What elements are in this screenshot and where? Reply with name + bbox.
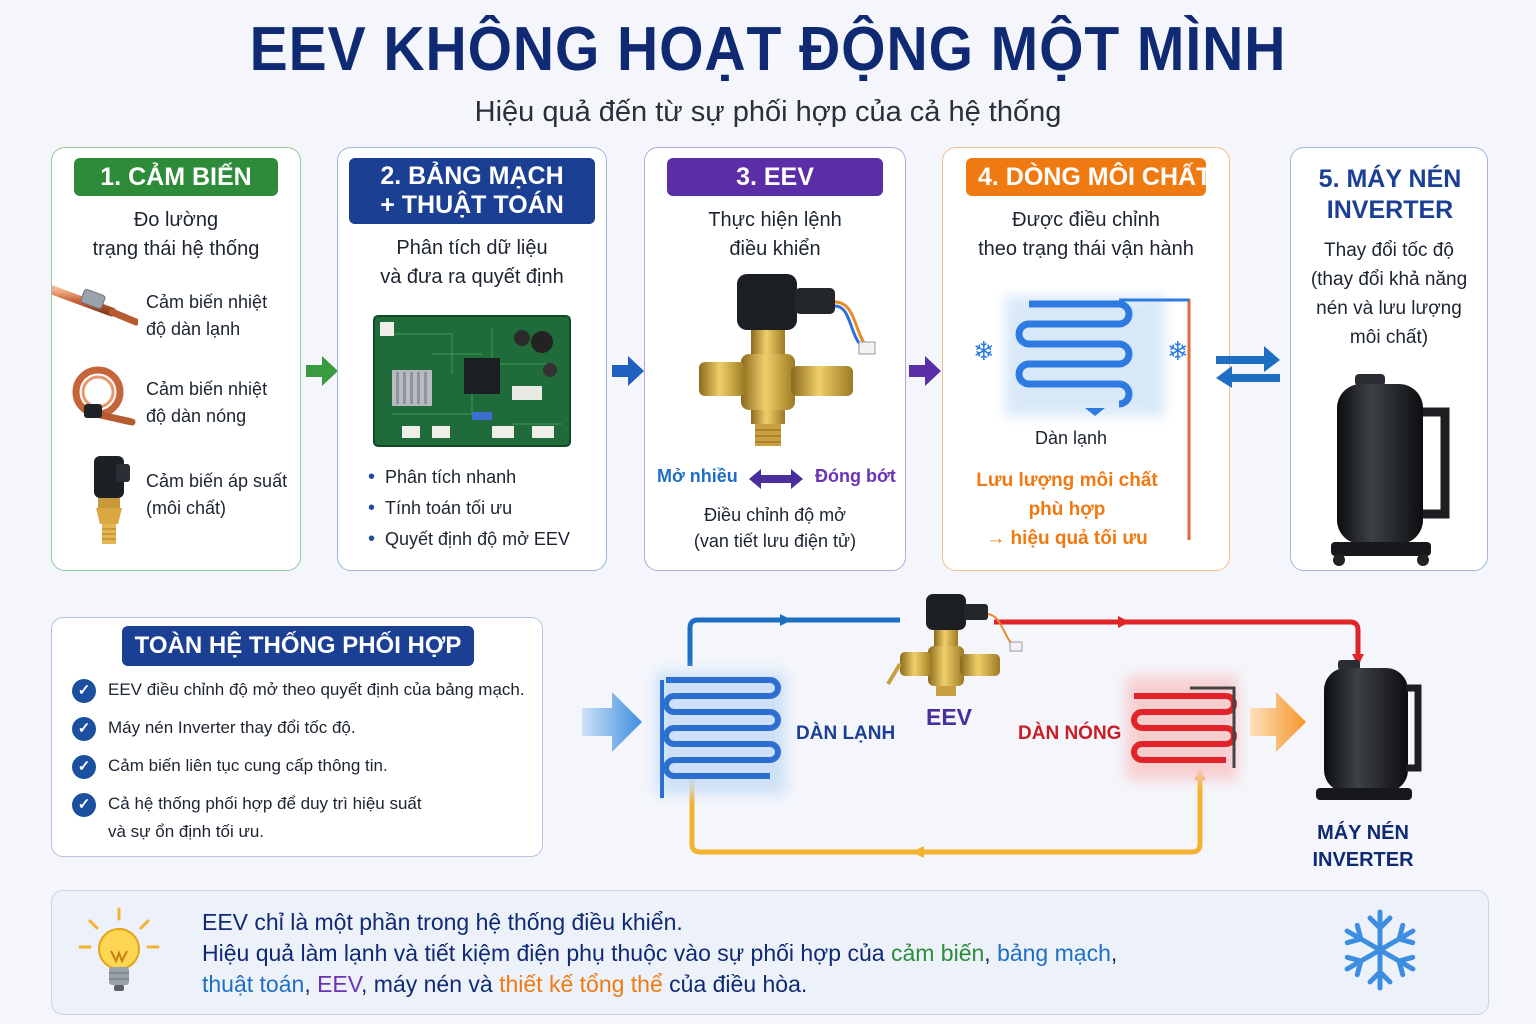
pressure-sensor-icon bbox=[94, 456, 130, 544]
board-bullets: Phân tích nhanh Tính toán tối ưu Quyết đ… bbox=[368, 466, 570, 559]
diagram-condenser-label: DÀN NÓNG bbox=[1018, 723, 1122, 744]
bullet-item: Phân tích nhanh bbox=[368, 466, 570, 489]
eev-adjust-desc: Điều chỉnh độ mở(van tiết lưu điện tử) bbox=[693, 505, 857, 551]
flow-coil-label: Dàn lạnh bbox=[1035, 428, 1108, 448]
bullet-item: Tính toán tối ưu bbox=[368, 497, 570, 520]
sensor-label-pressure: Cảm biến áp suất(môi chất) bbox=[146, 471, 288, 518]
diagram-evaporator-label: DÀN LẠNH bbox=[796, 723, 896, 744]
arrow-right-icon bbox=[909, 356, 941, 386]
system-title: TOÀN HỆ THỐNG PHỐI HỢP bbox=[122, 626, 474, 666]
card-board-title: 2. BẢNG MẠCH+ THUẬT TOÁN bbox=[349, 158, 595, 224]
refrigeration-cycle-diagram bbox=[582, 594, 1422, 858]
check-icon: ✓ bbox=[72, 792, 96, 817]
diagram-eev-label: EEV bbox=[926, 704, 973, 730]
arrow-right-icon bbox=[306, 356, 338, 386]
check-icon: ✓ bbox=[72, 678, 96, 703]
eev-open-label: Mở nhiều bbox=[657, 466, 738, 486]
system-item: ✓Cảm biến liên tục cung cấp thông tin. bbox=[72, 752, 388, 780]
card-flow-title: 4. DÒNG MÔI CHẤT bbox=[966, 158, 1211, 196]
arrow-right-icon bbox=[612, 356, 644, 386]
svg-text:❄: ❄ bbox=[1167, 337, 1189, 367]
evaporator-coil-icon: ❄ ❄ bbox=[973, 296, 1191, 540]
system-item: ✓Cả hệ thống phối hợp để duy trì hiệu su… bbox=[72, 790, 422, 846]
exchange-arrows-icon bbox=[1216, 346, 1280, 388]
eev-valve-icon bbox=[699, 274, 876, 446]
svg-text:❄: ❄ bbox=[973, 337, 995, 367]
circuit-board-icon bbox=[373, 315, 571, 447]
card-board: 2. BẢNG MẠCH+ THUẬT TOÁN Phân tích dữ li… bbox=[337, 147, 607, 571]
compressor-icon bbox=[1331, 374, 1450, 566]
condenser-sensor-icon bbox=[72, 366, 136, 426]
check-icon: ✓ bbox=[72, 754, 96, 779]
card-sensor-title: 1. CẢM BIẾN bbox=[74, 158, 278, 196]
note-box: EEV chỉ là một phần trong hệ thống điều … bbox=[51, 890, 1489, 1015]
lightbulb-icon bbox=[78, 907, 160, 991]
double-arrow-icon bbox=[749, 469, 803, 489]
snowflake-icon bbox=[1340, 909, 1420, 995]
bullet-item: Quyết định độ mở EEV bbox=[368, 528, 570, 551]
card-eev-title: 3. EEV bbox=[667, 158, 883, 196]
evaporator-sensor-icon bbox=[52, 285, 138, 326]
system-coordination-card: TOÀN HỆ THỐNG PHỐI HỢP ✓EEV điều chỉnh đ… bbox=[51, 617, 543, 857]
system-item: ✓EEV điều chỉnh độ mở theo quyết định củ… bbox=[72, 676, 525, 704]
note-line-1: EEV chỉ là một phần trong hệ thống điều … bbox=[202, 909, 683, 935]
page-title: EEV KHÔNG HOẠT ĐỘNG MỘT MÌNH bbox=[249, 15, 1287, 84]
note-line-3: thuật toán, EEV, máy nén và thiết kế tổn… bbox=[202, 971, 808, 997]
system-item: ✓Máy nén Inverter thay đổi tốc độ. bbox=[72, 714, 356, 742]
note-line-2: Hiệu quả làm lạnh và tiết kiệm điện phụ … bbox=[202, 940, 1118, 966]
page-subtitle: Hiệu quả đến từ sự phối hợp của cả hệ th… bbox=[474, 96, 1062, 128]
eev-close-label: Đóng bớt bbox=[815, 466, 896, 486]
check-icon: ✓ bbox=[72, 716, 96, 741]
